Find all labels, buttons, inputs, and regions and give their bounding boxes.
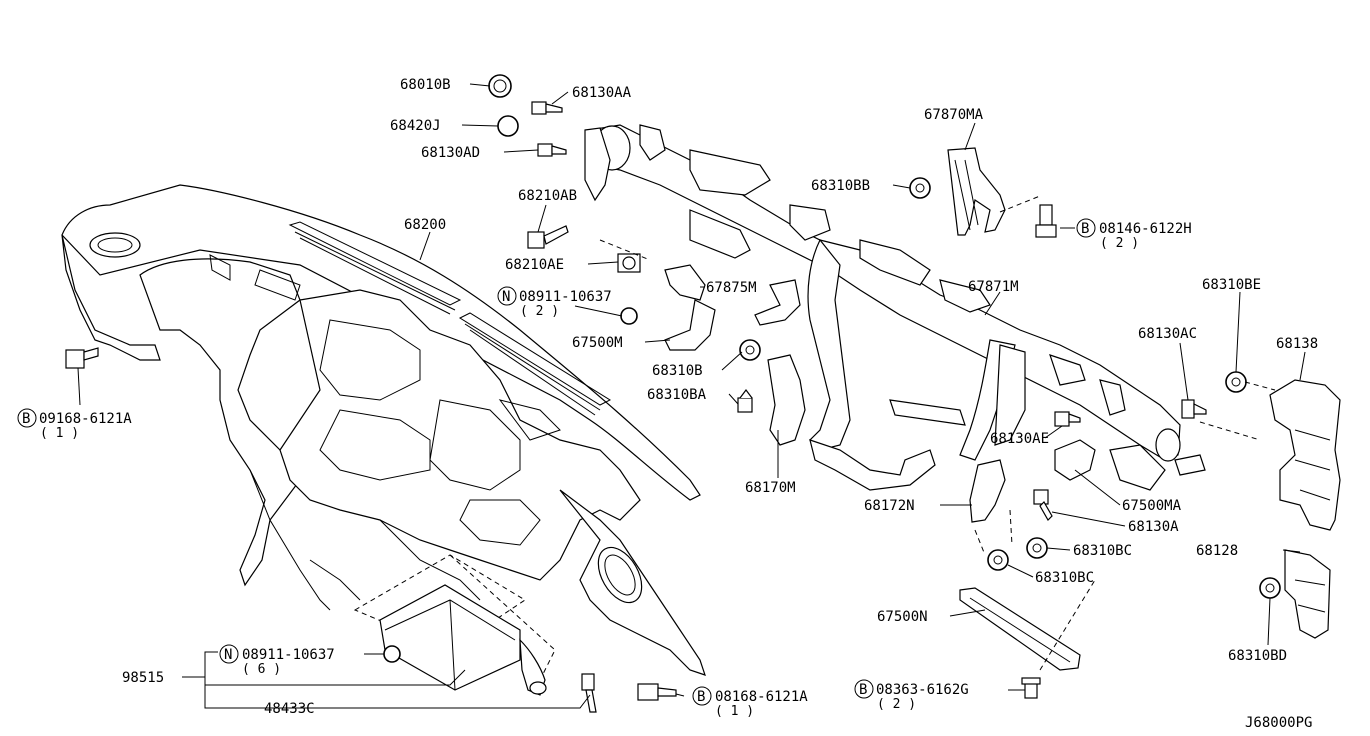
label-48433C: 48433C	[264, 701, 315, 717]
symbol-B-08363-letter: B	[859, 682, 867, 698]
qty-08146-6122H: ( 2 )	[1100, 236, 1139, 251]
label-68210AB: 68210AB	[518, 188, 577, 204]
label-68172N: 68172N	[864, 498, 915, 514]
label-68310B: 68310B	[652, 363, 703, 379]
label-68310BA: 68310BA	[647, 387, 707, 403]
symbol-B-09168-letter: B	[22, 411, 30, 427]
qty-08363-6162G: ( 2 )	[877, 697, 916, 712]
label-68310BD: 68310BD	[1228, 648, 1287, 664]
label-68310BE: 68310BE	[1202, 277, 1261, 293]
label-67500M: 67500M	[572, 335, 623, 351]
label-68130AC: 68130AC	[1138, 326, 1197, 342]
label-68130AE: 68130AE	[990, 431, 1049, 447]
steering-member-drawing	[584, 124, 1206, 491]
qty-08911-10637-top: ( 2 )	[520, 304, 559, 319]
label-08911-10637-bottom: 08911-10637	[242, 647, 335, 663]
qty-09168-6121A-left: ( 1 )	[40, 426, 79, 441]
label-67875M: 67875M	[706, 280, 757, 296]
label-98515: 98515	[122, 670, 164, 686]
instrument-panel-drawing	[61, 184, 706, 676]
symbol-B-08146	[1076, 218, 1096, 238]
symbol-B-08146-letter: B	[1081, 221, 1089, 237]
qty-08168-6121A-bottom: ( 1 )	[715, 704, 754, 719]
label-68128: 68128	[1196, 543, 1238, 559]
label-08363-6162G: 08363-6162G	[876, 682, 969, 698]
label-08146-6122H: 08146-6122H	[1099, 221, 1192, 237]
part-labels: 68010B 68130AA 68420J 68130AD 68210AB 68…	[39, 77, 1318, 731]
label-68420J: 68420J	[390, 118, 441, 134]
symbol-B-08363	[854, 679, 874, 699]
qty-08911-10637-bottom: ( 6 )	[242, 662, 281, 677]
symbol-B-08168-letter: B	[697, 689, 705, 705]
label-68210AE: 68210AE	[505, 257, 564, 273]
label-68200: 68200	[404, 217, 446, 233]
label-08911-10637-top: 08911-10637	[519, 289, 612, 305]
circled-symbols: N B B N B B	[17, 218, 1096, 706]
label-68130A: 68130A	[1128, 519, 1179, 535]
symbol-N-top	[497, 286, 517, 306]
label-68310BC-upper: 68310BC	[1073, 543, 1132, 559]
label-67870MA: 67870MA	[924, 107, 984, 123]
symbol-N-bottom	[219, 644, 239, 664]
small-parts-drawing	[65, 74, 1341, 713]
label-68010B: 68010B	[400, 77, 451, 93]
symbol-B-09168	[17, 408, 37, 428]
symbol-N-top-letter: N	[502, 289, 510, 305]
leader-lines	[77, 83, 1306, 709]
label-68310BB: 68310BB	[811, 178, 870, 194]
label-68310BC-lower: 68310BC	[1035, 570, 1094, 586]
label-67871M: 67871M	[968, 279, 1019, 295]
drawing-code: J68000PG	[1245, 715, 1312, 731]
label-68130AD: 68130AD	[421, 145, 480, 161]
label-67500MA: 67500MA	[1122, 498, 1182, 514]
label-67500N: 67500N	[877, 609, 928, 625]
label-08168-6121A-bottom: 08168-6121A	[715, 689, 808, 705]
glove-box-drawing	[353, 554, 556, 696]
label-68138: 68138	[1276, 336, 1318, 352]
label-68170M: 68170M	[745, 480, 796, 496]
symbol-B-08168	[692, 686, 712, 706]
symbol-N-bottom-letter: N	[224, 647, 232, 663]
label-68130AA: 68130AA	[572, 85, 632, 101]
label-09168-6121A-left: 09168-6121A	[39, 411, 132, 427]
